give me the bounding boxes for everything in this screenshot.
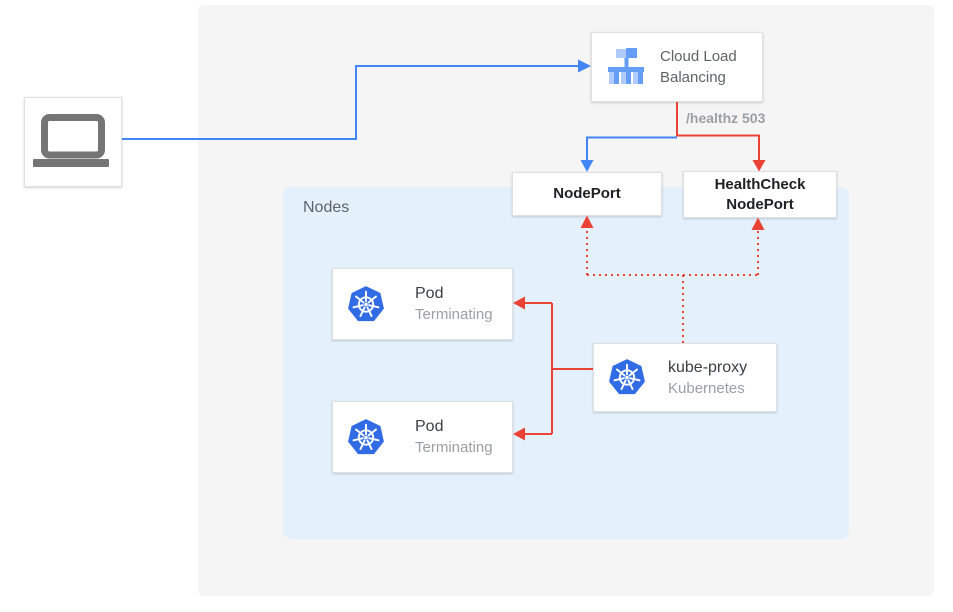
nodes-panel-label: Nodes — [303, 199, 350, 216]
pod-card-2: Pod Terminating — [332, 401, 513, 473]
pod-1-status: Terminating — [415, 306, 493, 323]
healthcheck-nodeport-label-line1: HealthCheck — [714, 175, 806, 193]
pod-1-text: Pod Terminating — [415, 283, 493, 325]
kubernetes-icon — [607, 358, 647, 397]
nodeport-card: NodePort — [512, 172, 662, 216]
kubernetes-icon — [346, 285, 386, 324]
cloud-load-balancing-label-line1: Cloud Load — [660, 48, 737, 65]
cloud-load-balancing-icon — [608, 48, 644, 84]
pod-2-title: Pod — [415, 418, 444, 435]
pod-2-text: Pod Terminating — [415, 416, 493, 458]
kube-proxy-subtitle: Kubernetes — [668, 379, 745, 397]
kube-proxy-title: kube-proxy — [668, 358, 748, 376]
client-card — [24, 97, 122, 187]
pod-2-status: Terminating — [415, 439, 493, 456]
kube-proxy-text: kube-proxy Kubernetes — [668, 357, 747, 399]
healthz-status-label: /healthz 503 — [686, 110, 766, 126]
healthcheck-nodeport-card: HealthCheck NodePort — [683, 171, 837, 218]
kube-proxy-card: kube-proxy Kubernetes — [593, 343, 777, 412]
pod-card-1: Pod Terminating — [332, 268, 513, 340]
pod-1-title: Pod — [415, 285, 444, 302]
laptop-icon — [33, 114, 109, 167]
cloud-load-balancing-label-line2: Balancing — [660, 69, 726, 86]
cloud-load-balancing-label: Cloud Load Balancing — [660, 46, 737, 88]
healthcheck-nodeport-label: HealthCheck NodePort — [715, 175, 806, 215]
cloud-load-balancing-card: Cloud Load Balancing — [591, 32, 763, 102]
nodeport-label: NodePort — [553, 185, 621, 202]
kubernetes-icon — [346, 418, 386, 457]
healthcheck-nodeport-label-line2: NodePort — [726, 195, 794, 213]
